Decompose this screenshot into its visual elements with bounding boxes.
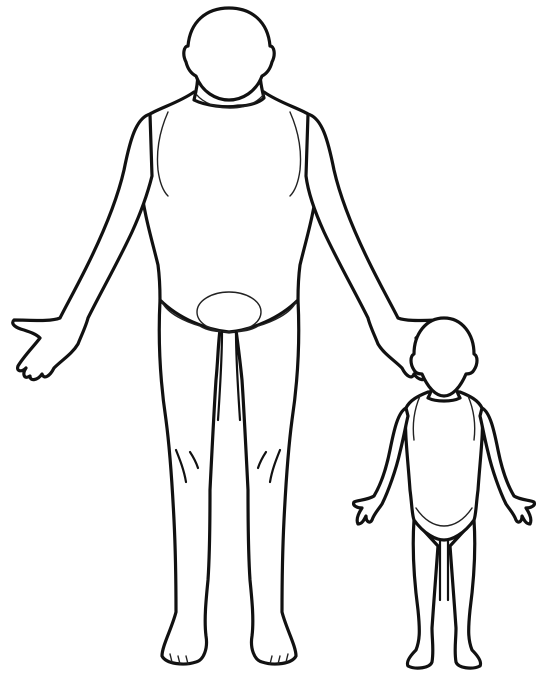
adult-torso [139,92,318,332]
child-left-leg [407,520,438,668]
child-figure [354,318,535,668]
child-head [411,318,477,396]
adult-figure [13,8,444,664]
child-left-arm [354,408,408,524]
child-right-arm [480,408,534,524]
adult-left-arm [13,114,152,380]
child-torso [405,392,482,540]
child-right-leg [450,520,481,668]
adult-left-leg [159,300,220,664]
adult-right-leg [236,300,299,664]
